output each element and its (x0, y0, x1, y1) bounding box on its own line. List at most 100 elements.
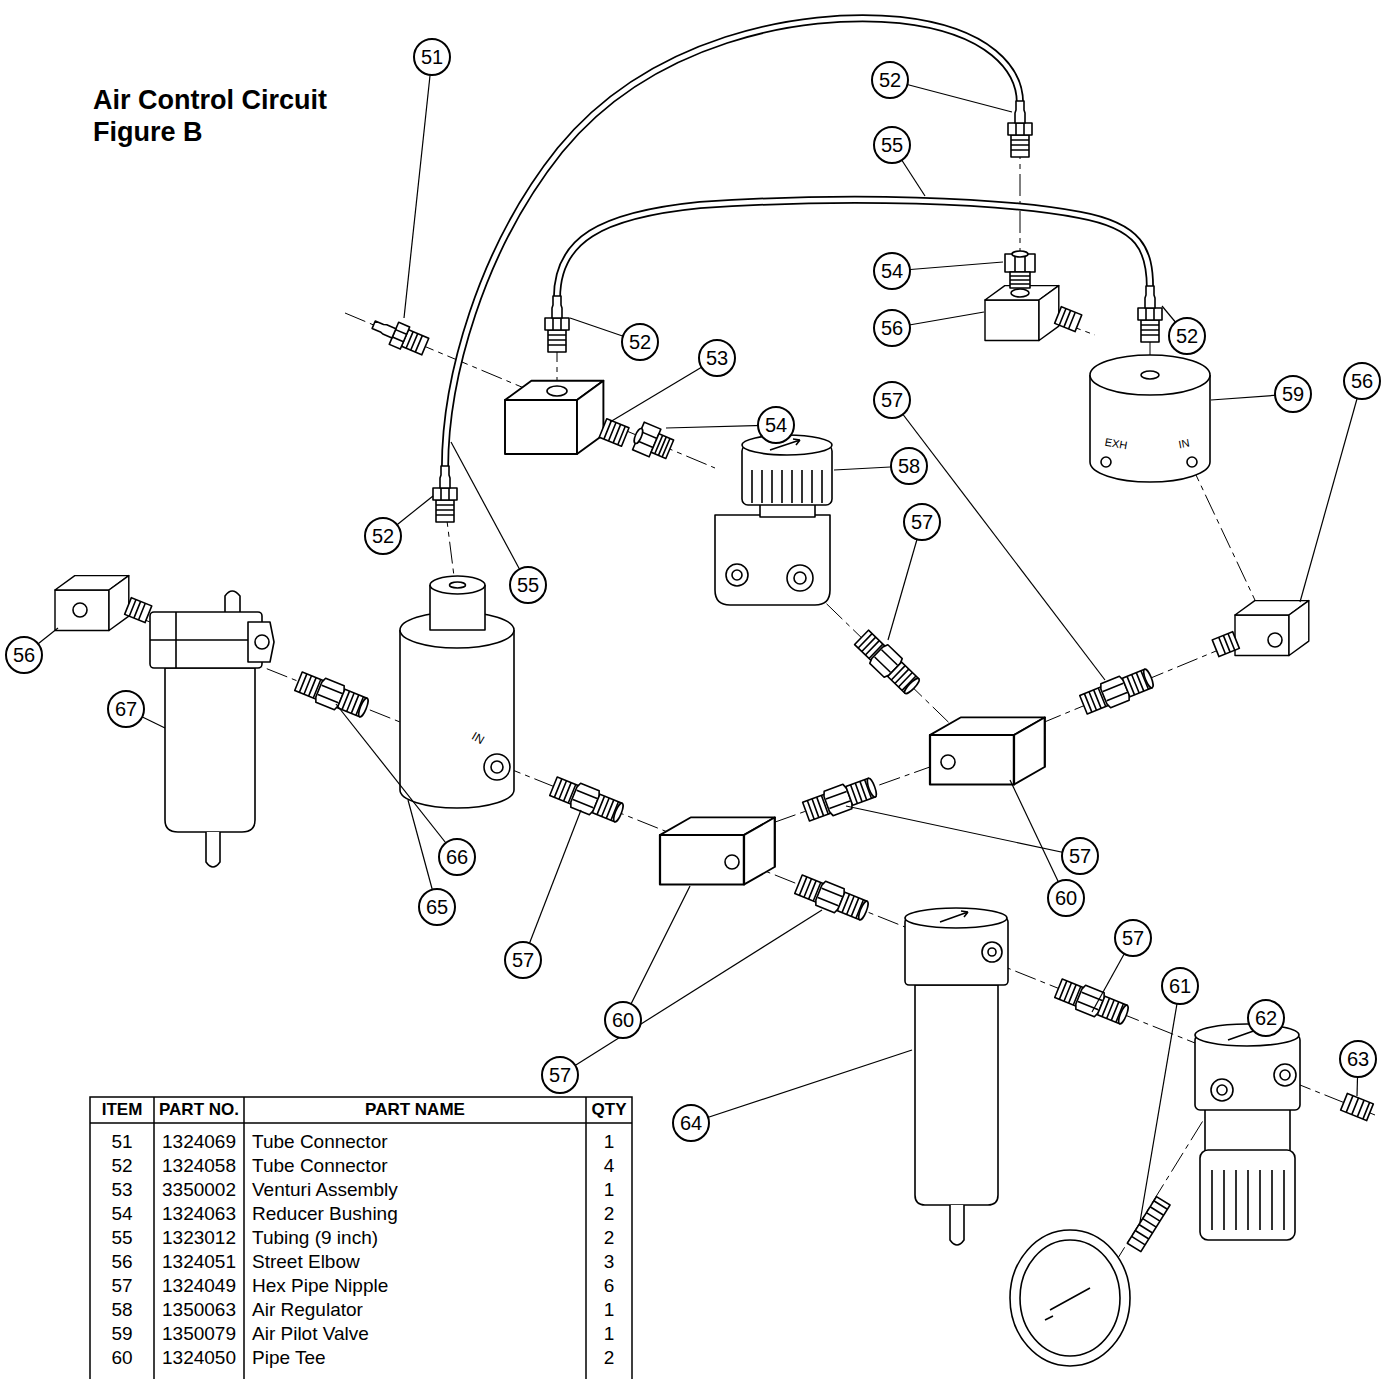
tube-connector (369, 314, 430, 358)
center-line (95, 100, 1375, 1258)
pressure-gauge (1132, 1201, 1168, 1245)
leader-line (451, 442, 528, 585)
callout-number: 67 (107, 690, 145, 728)
air-regulator (787, 565, 813, 591)
table-cell: Tubing (9 inch) (252, 1227, 378, 1249)
air-filter (150, 591, 274, 867)
callout-number: 57 (541, 1056, 579, 1094)
callout-number: 59 (1274, 375, 1312, 413)
venturi-body (450, 582, 466, 588)
venturi-body (491, 761, 503, 773)
table-cell: 6 (604, 1275, 615, 1297)
air-filter (950, 1205, 964, 1245)
pressure-gauge (1020, 1240, 1120, 1356)
pressure-gauge (1010, 1197, 1170, 1366)
pipe-plug (1341, 1093, 1374, 1120)
callout-number: 63 (1339, 1040, 1377, 1078)
reducer-bushing (1005, 251, 1035, 288)
table-cell: 4 (604, 1155, 615, 1177)
street-elbow (985, 286, 1082, 341)
table-cell: 52 (111, 1155, 132, 1177)
pressure-gauge (1010, 1230, 1130, 1366)
pipe-plug (1346, 1096, 1369, 1119)
table-cell: 55 (111, 1227, 132, 1249)
callout-number: 55 (873, 126, 911, 164)
leader-line (846, 806, 1080, 856)
air-pilot-valve (1141, 371, 1159, 379)
table-header: QTY (592, 1100, 627, 1120)
callout-number: 52 (1168, 317, 1206, 355)
table-cell: 1324050 (162, 1347, 236, 1369)
air-filter (988, 948, 996, 956)
callout-number: 56 (873, 309, 911, 347)
venturi-assembly (604, 421, 625, 445)
street-elbow (1235, 601, 1309, 656)
reducer-bushing (630, 421, 676, 463)
pipe-tee (930, 717, 1045, 784)
center-line (1188, 458, 1262, 615)
pipe-tee (941, 755, 955, 769)
table-cell: Pipe Tee (252, 1347, 326, 1369)
table-cell: Venturi Assembly (252, 1179, 398, 1201)
table-cell: 1350079 (162, 1323, 236, 1345)
table-cell: Street Elbow (252, 1251, 360, 1273)
street-elbow (1212, 632, 1239, 657)
center-line (345, 313, 715, 468)
callout-number: 53 (698, 339, 736, 377)
callout-number: 66 (438, 838, 476, 876)
venturi-assembly (599, 419, 629, 447)
table-cell: 1324049 (162, 1275, 236, 1297)
venturi-body (484, 754, 510, 780)
diagram-title: Air Control Circuit Figure B (93, 84, 393, 148)
leader-line (892, 400, 1105, 680)
table-cell: 57 (111, 1275, 132, 1297)
callout-number: 57 (903, 503, 941, 541)
air-regulator (1200, 1150, 1295, 1240)
air-regulator (752, 470, 822, 503)
air-filter (982, 942, 1002, 962)
air-regulator (1211, 1079, 1233, 1101)
leader-line (24, 57, 1362, 1222)
callout-number: 51 (413, 38, 451, 76)
table-header: PART NAME (365, 1100, 465, 1120)
pressure-gauge (1045, 1288, 1090, 1320)
table-cell: 59 (111, 1323, 132, 1345)
table-cell: Hex Pipe Nipple (252, 1275, 388, 1297)
table-cell: 1 (604, 1323, 615, 1345)
callout-number: 52 (621, 323, 659, 361)
tube-connector (1138, 286, 1162, 342)
table-cell: 53 (111, 1179, 132, 1201)
table-cell: 3 (604, 1251, 615, 1273)
pipe-tee (660, 817, 775, 884)
callout-number: 54 (873, 252, 911, 290)
venturi-body (400, 576, 514, 808)
tube-connector (433, 466, 457, 522)
part-marking: IN (1178, 438, 1191, 451)
table-cell: 51 (111, 1131, 132, 1153)
venturi-body (430, 576, 485, 594)
table-cell: 1 (604, 1179, 615, 1201)
street-elbow (125, 598, 152, 623)
table-cell: 1 (604, 1131, 615, 1153)
venturi-assembly (505, 381, 629, 454)
table-cell: 60 (111, 1347, 132, 1369)
leader-line (523, 810, 581, 960)
street-elbow (1059, 309, 1075, 329)
air-filter (905, 908, 1007, 928)
leader-line (1300, 381, 1362, 602)
air-pilot-valve (1090, 355, 1210, 395)
table-header: PART NO. (159, 1100, 239, 1120)
table-cell: 56 (111, 1251, 132, 1273)
table-cell: Tube Connector (252, 1131, 388, 1153)
pressure-gauge (1127, 1197, 1170, 1252)
parts (1054, 976, 1131, 1027)
parts-table-grid (90, 1097, 632, 1379)
callout-number: 65 (418, 888, 456, 926)
air-filter (255, 635, 269, 649)
tube-connector (1008, 101, 1032, 157)
table-cell: 1324051 (162, 1251, 236, 1273)
leader-line (404, 57, 432, 318)
street-elbow (55, 576, 129, 631)
street-elbow (1268, 633, 1282, 647)
callout-number: 54 (757, 406, 795, 444)
